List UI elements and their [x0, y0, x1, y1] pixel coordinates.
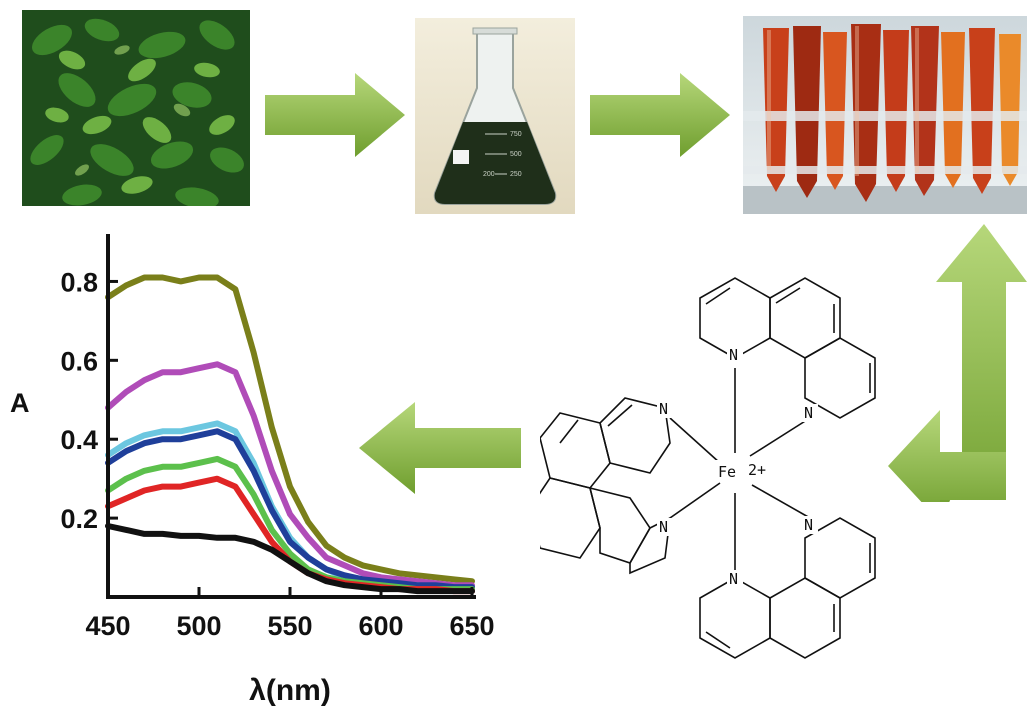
x-tick-label: 650 — [449, 611, 494, 641]
arrow-right-icon — [260, 70, 410, 160]
arrow-left-icon — [355, 398, 525, 498]
x-tick-label: 600 — [358, 611, 403, 641]
nitrogen-atom: N — [804, 404, 813, 422]
flask-mark: 750 — [510, 131, 522, 138]
series-line-0 — [105, 274, 475, 585]
x-tick-label: 450 — [85, 611, 130, 641]
x-tick-label: 550 — [267, 611, 312, 641]
flask-mark: 250 — [510, 171, 522, 178]
flask-mark: 200 — [483, 171, 495, 178]
sample-tubes-image — [743, 16, 1027, 214]
y-axis-label: A — [10, 388, 30, 418]
iron-atom: Fe — [718, 463, 736, 481]
flask-mark: 500 — [510, 151, 522, 158]
chart-ticks: 450 500 550 600 650 0.2 0.4 0.6 0.8 — [60, 267, 494, 641]
series-line-6 — [105, 523, 475, 595]
arrow-corner-icon — [880, 222, 1027, 502]
absorbance-chart: 450 500 550 600 650 0.2 0.4 0.6 0.8 A λ(nm) — [0, 222, 510, 710]
x-axis-label: λ(nm) — [249, 674, 331, 707]
y-tick-label: 0.4 — [60, 425, 98, 455]
nitrogen-atom: N — [729, 570, 738, 588]
y-tick-label: 0.2 — [60, 504, 98, 534]
arrow-right-icon — [585, 70, 735, 160]
plant-leaves-image — [22, 10, 250, 206]
series-line-3 — [105, 428, 475, 591]
nitrogen-atom: N — [659, 400, 668, 418]
y-tick-label: 0.6 — [60, 346, 98, 376]
x-tick-label: 500 — [176, 611, 221, 641]
nitrogen-atom: N — [729, 346, 738, 364]
series-curves — [105, 274, 475, 595]
nitrogen-atom: N — [804, 516, 813, 534]
y-tick-label: 0.8 — [60, 267, 98, 297]
series-line-1 — [105, 361, 475, 589]
extract-flask-image: 750 500 250 200 — [415, 18, 575, 214]
charge-label: 2+ — [748, 461, 766, 479]
nitrogen-atom: N — [659, 518, 668, 536]
iron-phenanthroline-complex: N N N N N N Fe 2+ — [540, 228, 890, 708]
